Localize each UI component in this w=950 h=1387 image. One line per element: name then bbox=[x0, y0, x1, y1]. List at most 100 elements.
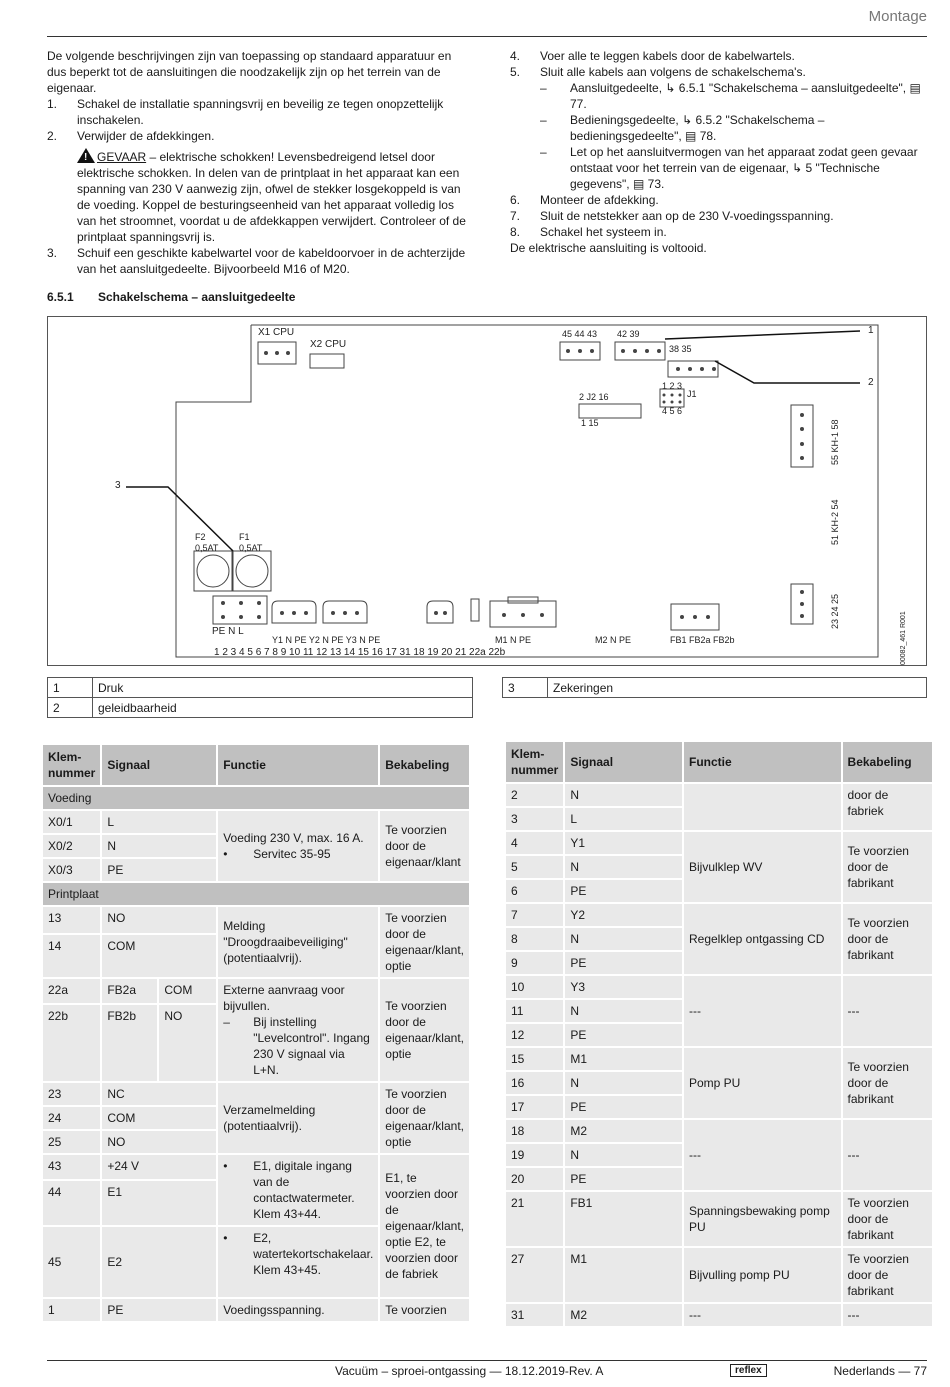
label-y-row: Y1 N PE Y2 N PE Y3 N PE bbox=[272, 635, 381, 645]
label-pe-n-l: PE N L bbox=[212, 626, 244, 637]
header-signaal: Signaal bbox=[563, 740, 684, 784]
label-j2-bottom: 1 15 bbox=[581, 418, 599, 428]
fuse-f1 bbox=[232, 550, 272, 592]
intro-right-column: 4.Voer alle te leggen kabels door de kab… bbox=[510, 48, 928, 256]
label-j1: J1 bbox=[687, 389, 697, 399]
terminal-fb-block bbox=[670, 603, 720, 631]
fuse-f2 bbox=[193, 550, 233, 592]
label-23-24-25: 23 24 25 bbox=[830, 593, 840, 629]
substep-aansluitgedeelte: –Aansluitgedeelte, ↳ 6.5.1 "Schakelschem… bbox=[540, 81, 921, 111]
label-f2-value: 0,5AT bbox=[195, 543, 219, 553]
page-header: Montage bbox=[47, 0, 927, 37]
label-terminal-numbers: 1 2 3 4 5 6 7 8 9 10 11 12 13 14 15 16 1… bbox=[214, 647, 506, 658]
connector-42-39 bbox=[614, 341, 666, 361]
connector-45-43 bbox=[559, 341, 601, 361]
step-6: 6.Monteer de afdekking. bbox=[510, 193, 659, 207]
step-5: 5.Sluit alle kabels aan volgens de schak… bbox=[510, 65, 806, 79]
j1-connector bbox=[659, 388, 685, 408]
terminal-pe-n-l bbox=[212, 595, 268, 625]
label-drawing-ref: 00082_461 R001 bbox=[900, 611, 907, 665]
header-klemnummer: Klem-nummer bbox=[503, 740, 566, 784]
terminal-table-left: Klem-nummer Signaal Functie Bekabeling V… bbox=[40, 743, 471, 1323]
warning-triangle-icon bbox=[77, 148, 95, 166]
wiring-diagram: X1 CPU X2 CPU 45 44 43 42 39 38 35 2 J2 … bbox=[47, 316, 927, 666]
terminal-13-14 bbox=[426, 600, 454, 624]
terminal-m1-block bbox=[489, 600, 557, 628]
table-header-row: Klem-nummer Signaal Functie Bekabeling bbox=[40, 743, 471, 787]
reflex-logo: reflex bbox=[730, 1364, 767, 1377]
section-header-title: Montage bbox=[868, 8, 927, 25]
step-2: 2.Verwijder de afdekkingen. bbox=[47, 129, 215, 143]
intro-lead: De volgende beschrijvingen zijn van toep… bbox=[47, 49, 452, 95]
j2-connector bbox=[578, 403, 642, 419]
terminal-y2-block bbox=[322, 600, 368, 624]
danger-warning: GEVAAR – elektrische schokken! Levensbed… bbox=[47, 148, 467, 245]
warning-text: – elektrische schokken! Levensbedreigend… bbox=[77, 150, 466, 244]
header-signaal: Signaal bbox=[100, 743, 219, 787]
header-klemnummer: Klem-nummer bbox=[40, 743, 103, 787]
kh1-connector bbox=[790, 404, 814, 468]
section-title: Schakelschema – aansluitgedeelte bbox=[98, 290, 296, 304]
header-functie: Functie bbox=[216, 743, 381, 787]
table-header-row: Klem-nummer Signaal Functie Bekabeling bbox=[503, 740, 935, 784]
x1-cpu-connector bbox=[257, 341, 297, 365]
header-bekabeling: Bekabeling bbox=[378, 743, 471, 787]
label-f2: F2 bbox=[195, 532, 206, 542]
warning-word: GEVAAR bbox=[97, 150, 147, 164]
header-functie: Functie bbox=[681, 740, 843, 784]
label-45-44-43: 45 44 43 bbox=[562, 329, 598, 339]
table-row: X0/1 L Voeding 230 V, max. 16 A.•Servite… bbox=[40, 809, 471, 883]
closing-text: De elektrische aansluiting is voltooid. bbox=[510, 241, 707, 255]
step-3: 3.Schuif een geschikte kabelwartel voor … bbox=[47, 246, 466, 276]
label-j1-bottom: 4 5 6 bbox=[662, 406, 683, 416]
callout-1: 1 bbox=[868, 325, 874, 336]
callout-3: 3 bbox=[115, 480, 121, 491]
group-row-voeding: Voeding bbox=[41, 785, 471, 811]
label-x1-cpu: X1 CPU bbox=[258, 327, 295, 338]
header-bekabeling: Bekabeling bbox=[840, 740, 935, 784]
intro-left-column: De volgende beschrijvingen zijn van toep… bbox=[47, 48, 467, 277]
label-42-39: 42 39 bbox=[617, 329, 640, 339]
label-f1-value: 0,5AT bbox=[239, 543, 263, 553]
page-footer: Vacuüm – sproei-ontgassing — 18.12.2019-… bbox=[47, 1360, 927, 1387]
footer-document-title: Vacuüm – sproei-ontgassing — 18.12.2019-… bbox=[335, 1364, 604, 1378]
group-row-printplaat: Printplaat bbox=[41, 881, 471, 907]
label-kh1: 55 KH-1 58 bbox=[830, 419, 840, 465]
label-x2-cpu: X2 CPU bbox=[310, 339, 347, 350]
label-kh2: 51 KH-2 54 bbox=[830, 499, 840, 545]
circuit-board-drawing bbox=[126, 324, 879, 658]
x2-cpu-connector bbox=[309, 353, 345, 369]
step-4: 4.Voer alle te leggen kabels door de kab… bbox=[510, 49, 795, 63]
